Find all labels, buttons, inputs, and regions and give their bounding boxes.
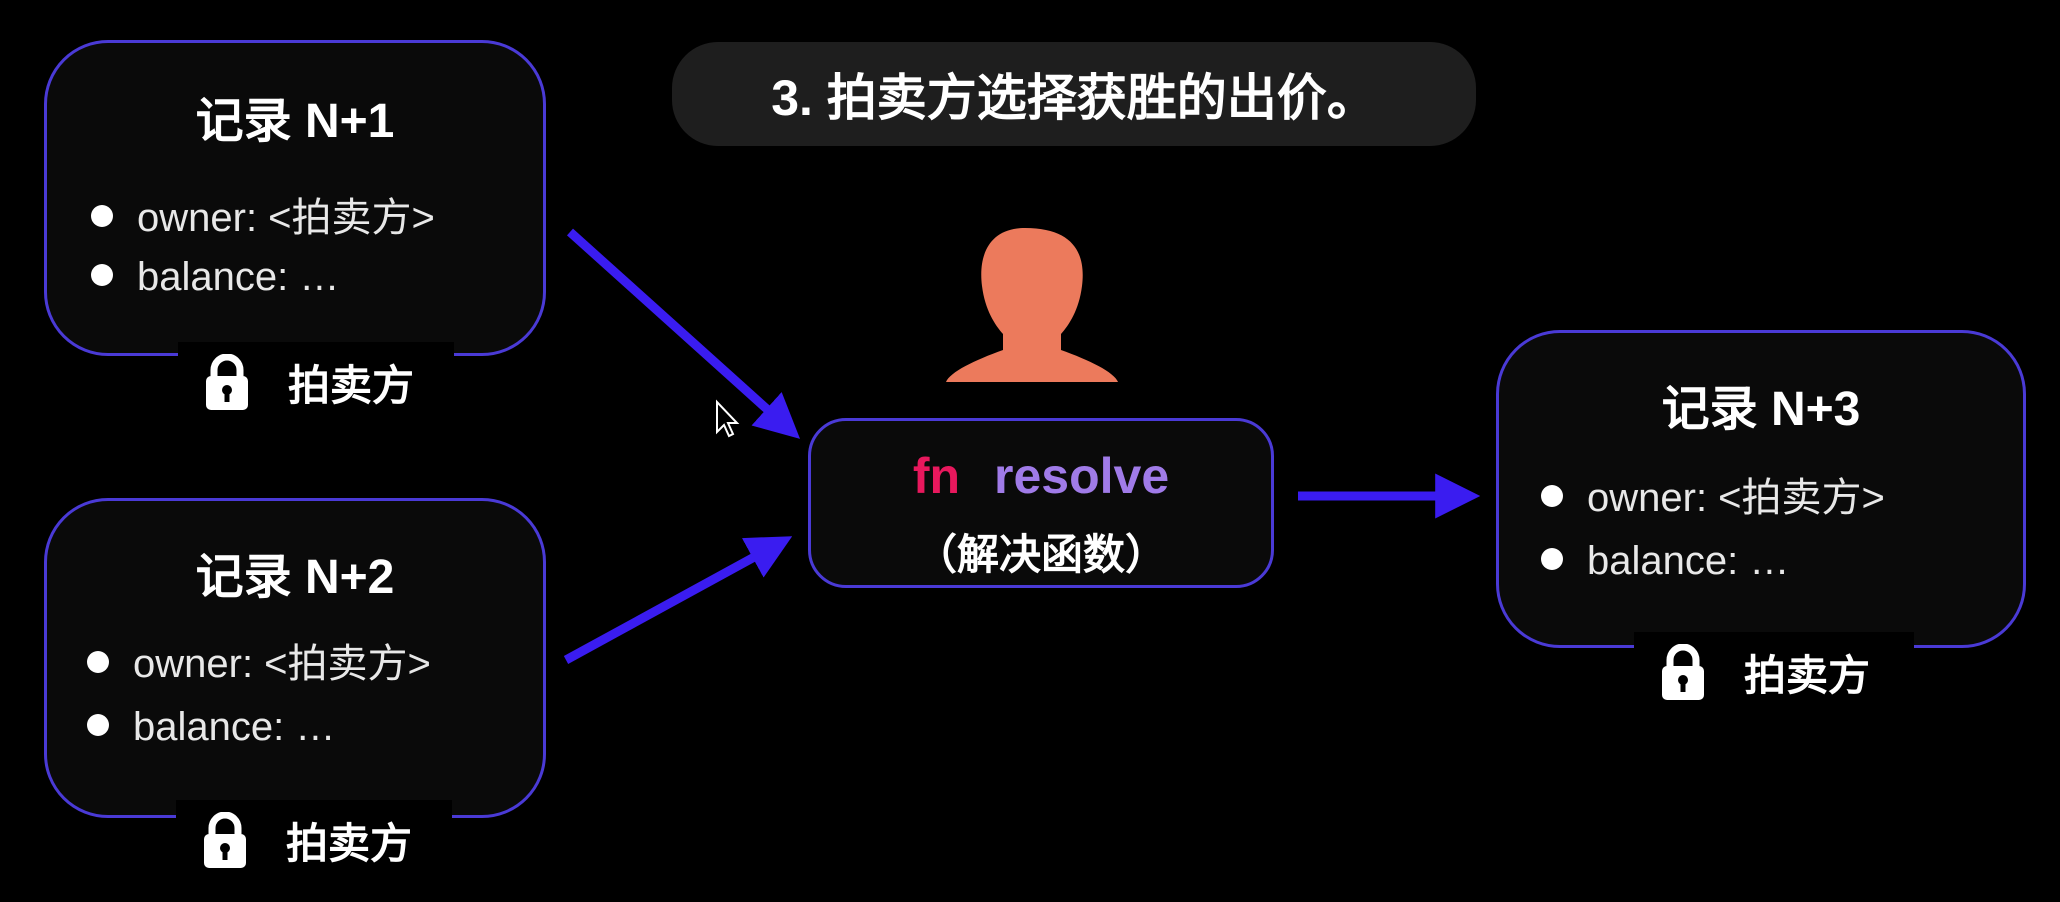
bullet-icon [87, 714, 109, 737]
lock-icon [206, 354, 248, 410]
bullet-icon [91, 205, 113, 228]
bullet-icon [1541, 485, 1563, 508]
lock-badge-n2: 拍卖方 [176, 800, 452, 880]
resolve-function-box: fn resolve （解决函数） [808, 418, 1274, 588]
function-signature: fn resolve [811, 447, 1271, 505]
bullet-icon [1541, 548, 1563, 571]
owner-field: owner: <拍卖方> [91, 185, 435, 243]
record-title: 记录 N+3 [1661, 383, 1861, 436]
slide-title: 3. 拍卖方选择获胜的出价。 [672, 42, 1476, 146]
owner-field: owner: <拍卖方> [1541, 465, 1885, 523]
function-subtitle: （解决函数） [914, 531, 1167, 578]
lock-badge-n1: 拍卖方 [178, 342, 454, 422]
lock-icon [1662, 644, 1704, 700]
fn-keyword: fn [912, 448, 961, 504]
person-icon [946, 228, 1118, 382]
lock-label: 拍卖方 [286, 819, 413, 867]
arrow-n1-to-resolve [566, 228, 801, 439]
balance-field: balance: … [1541, 539, 1789, 584]
balance-field: balance: … [91, 255, 339, 300]
owner-field: owner: <拍卖方> [87, 631, 431, 689]
lock-label: 拍卖方 [288, 361, 415, 409]
record-title: 记录 N+1 [195, 95, 395, 148]
balance-field: balance: … [87, 705, 335, 750]
bullet-icon [91, 264, 113, 287]
lock-icon [204, 812, 246, 868]
record-card-n3: 记录 N+3 owner: <拍卖方> balance: … [1496, 330, 2026, 648]
arrow-n2-to-resolve [563, 536, 793, 664]
function-name: resolve [994, 448, 1170, 504]
lock-label: 拍卖方 [1744, 651, 1871, 699]
record-card-n1: 记录 N+1 owner: <拍卖方> balance: … [44, 40, 546, 356]
record-title: 记录 N+2 [195, 551, 395, 604]
lock-badge-n3: 拍卖方 [1634, 632, 1914, 712]
bullet-icon [87, 651, 109, 674]
record-card-n2: 记录 N+2 owner: <拍卖方> balance: … [44, 498, 546, 818]
cursor-icon [716, 399, 740, 438]
